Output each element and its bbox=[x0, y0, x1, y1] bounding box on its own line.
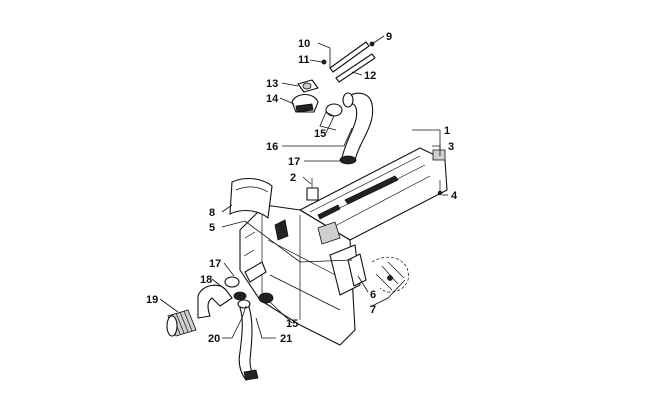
callout-15-lower: 15 bbox=[286, 318, 298, 330]
callout-8: 8 bbox=[209, 207, 215, 219]
callout-10: 10 bbox=[298, 38, 310, 50]
leader-lines bbox=[159, 35, 448, 339]
callout-17-lower: 17 bbox=[209, 258, 221, 270]
callout-13: 13 bbox=[266, 78, 278, 90]
fan-bracket bbox=[347, 253, 409, 293]
callout-4: 4 bbox=[451, 190, 458, 202]
callout-16: 16 bbox=[266, 141, 278, 153]
ribbed-coupler bbox=[166, 309, 197, 337]
callout-12: 12 bbox=[364, 70, 376, 82]
callout-17-upper: 17 bbox=[288, 156, 300, 168]
lower-elbow-hose bbox=[197, 261, 267, 319]
callout-3: 3 bbox=[448, 141, 454, 153]
upper-radiator-hose bbox=[339, 92, 374, 165]
radiator-assembly bbox=[239, 147, 448, 346]
callout-14: 14 bbox=[266, 93, 279, 105]
callout-21: 21 bbox=[280, 333, 292, 345]
lower-radiator-hose bbox=[237, 292, 274, 381]
callout-6: 6 bbox=[370, 289, 376, 301]
callout-5: 5 bbox=[209, 222, 215, 234]
callout-2: 2 bbox=[290, 172, 296, 184]
callout-19: 19 bbox=[146, 294, 158, 306]
callout-15-upper: 15 bbox=[314, 128, 326, 140]
callout-7: 7 bbox=[370, 304, 376, 316]
callout-18: 18 bbox=[200, 274, 212, 286]
bleeder-rods bbox=[321, 41, 376, 83]
fasteners bbox=[306, 149, 446, 201]
heat-shield-panel bbox=[229, 177, 273, 219]
callout-1: 1 bbox=[444, 125, 450, 137]
callout-11: 11 bbox=[298, 54, 310, 66]
callout-9: 9 bbox=[386, 31, 392, 43]
callout-20: 20 bbox=[208, 333, 220, 345]
thermostat-housing bbox=[291, 79, 343, 117]
